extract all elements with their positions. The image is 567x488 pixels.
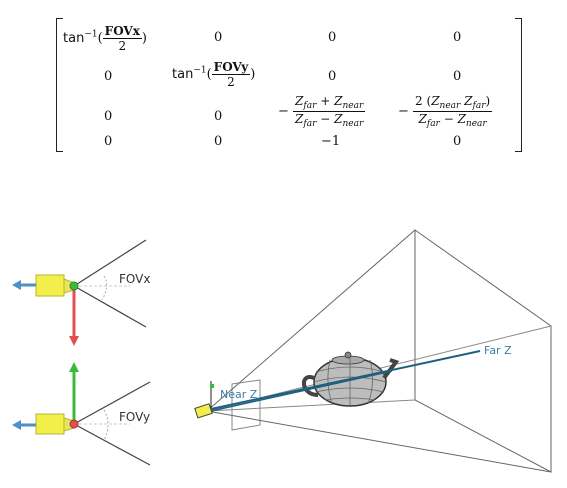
- camera-3d-icon: [194, 381, 214, 419]
- cell-r3c3: − Zfar + Znear Zfar − Znear: [278, 94, 366, 129]
- arrow-green-head-icon: [69, 362, 79, 372]
- far-plane: [414, 229, 552, 473]
- camera-body: [35, 413, 65, 435]
- frustum-edge: [206, 229, 416, 412]
- fov-line-lower: [73, 423, 151, 466]
- fovx-numerator: FOVx: [102, 24, 142, 39]
- cell-r3c4: − 2 (Znear Zfar) Zfar − Znear: [398, 94, 493, 129]
- camera-top-view: FOVx: [12, 239, 150, 346]
- arrow-blue-head-icon: [12, 420, 21, 430]
- label-near-z: Near Z: [220, 388, 258, 401]
- cell-r1c4: 0: [453, 30, 462, 45]
- camera-body: [35, 274, 65, 297]
- camera-axis-marker: [210, 384, 214, 388]
- arrow-blue-head-icon: [12, 280, 21, 290]
- cell-r4c3: −1: [321, 134, 341, 149]
- teapot-icon: [302, 351, 400, 407]
- cell-r2c4: 0: [453, 69, 462, 84]
- frustum-edge: [206, 410, 552, 473]
- frustum-edge: [206, 399, 416, 412]
- far-z-axis: [210, 350, 481, 410]
- cell-r3c2: 0: [214, 109, 223, 124]
- axis-origin-green-icon: [69, 281, 79, 291]
- cell-r3c1: 0: [104, 109, 113, 124]
- camera-body: [194, 403, 213, 419]
- label-fovx: FOVx: [119, 272, 150, 286]
- fov-line-upper: [73, 239, 147, 287]
- label-fovy: FOVy: [119, 410, 150, 424]
- near-plane: [231, 379, 261, 431]
- cell-r2c1: 0: [104, 69, 113, 84]
- near-z-axis: [210, 370, 393, 412]
- cell-r1c2: 0: [214, 30, 223, 45]
- axis-origin-red-icon: [69, 419, 79, 429]
- label-far-z: Far Z: [484, 344, 512, 357]
- cell-r4c4: 0: [453, 134, 462, 149]
- fov-line-lower: [73, 285, 147, 328]
- cell-r4c2: 0: [214, 134, 223, 149]
- fov-arc: [103, 409, 109, 441]
- matrix-left-bracket: [56, 18, 63, 152]
- arrow-red-head-icon: [69, 336, 79, 346]
- camera-side-view: FOVy: [12, 362, 151, 466]
- fov-arc: [101, 275, 108, 301]
- cell-r2c3: 0: [328, 69, 337, 84]
- fovy-numerator: FOVy: [211, 60, 251, 75]
- matrix-right-bracket: [515, 18, 522, 152]
- fov-line-upper: [73, 381, 151, 425]
- cell-r1c3: 0: [328, 30, 337, 45]
- cell-r4c1: 0: [104, 134, 113, 149]
